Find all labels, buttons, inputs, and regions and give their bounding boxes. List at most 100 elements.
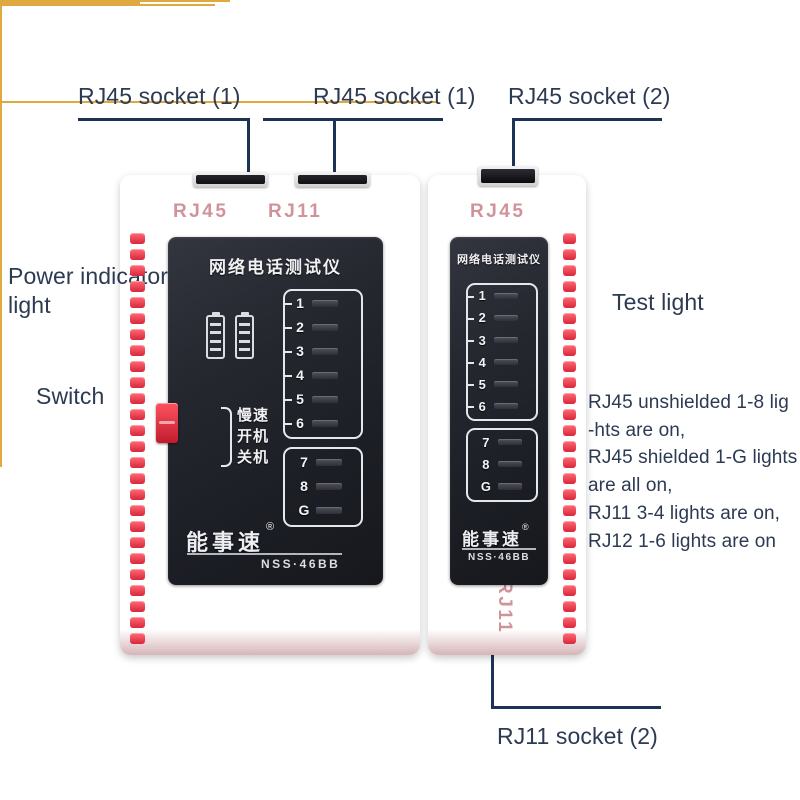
led-tick bbox=[283, 327, 292, 329]
grip-rib bbox=[563, 329, 576, 340]
led-row: 2 bbox=[293, 317, 338, 337]
grip-rib bbox=[563, 361, 576, 372]
grip-rib bbox=[563, 249, 576, 260]
leader-top-mid-vertical bbox=[333, 118, 336, 180]
master-model-number: NSS·46BB bbox=[261, 557, 341, 571]
led-number: 1 bbox=[478, 288, 486, 304]
desc-line-0: RJ45 unshielded 1-8 lig bbox=[588, 392, 789, 413]
led-row: 6 bbox=[293, 413, 338, 433]
grip-rib bbox=[563, 393, 576, 404]
grip-rib bbox=[130, 409, 145, 420]
led-tick bbox=[466, 295, 475, 298]
switch-bracket bbox=[221, 407, 232, 467]
led-row: 8 bbox=[297, 476, 342, 496]
led-tick bbox=[466, 362, 475, 365]
led-row: G bbox=[297, 500, 342, 520]
desc-line-1: -hts are on, bbox=[588, 419, 686, 441]
desc-line-3: are all on, bbox=[588, 475, 673, 497]
leader-test-light-bridge bbox=[0, 101, 437, 103]
callout-switch: Switch bbox=[36, 383, 105, 409]
grip-rib bbox=[563, 585, 576, 596]
led-number: 2 bbox=[296, 319, 304, 335]
callout-rj45-socket-1-mid: RJ45 socket (1) bbox=[313, 83, 476, 109]
leader-switch bbox=[0, 2, 140, 4]
remote-rj45-moulded-label: RJ45 bbox=[470, 201, 526, 222]
led-lamp bbox=[316, 506, 342, 514]
leader-test-light-right-strip bbox=[0, 285, 2, 467]
led-number: 7 bbox=[482, 434, 490, 450]
led-tick bbox=[466, 406, 475, 409]
grip-rib bbox=[563, 345, 576, 356]
led-group-lower-outline bbox=[466, 428, 538, 502]
test-light-description: RJ45 unshielded 1-8 lig -hts are on, RJ4… bbox=[588, 389, 800, 555]
callout-rj45-socket-1-left: RJ45 socket (1) bbox=[78, 83, 241, 109]
leader-test-light-left-strip bbox=[0, 103, 2, 285]
led-number: 1 bbox=[296, 295, 304, 311]
grip-rib bbox=[130, 297, 145, 308]
grip-rib bbox=[130, 329, 145, 340]
led-tick bbox=[283, 375, 292, 377]
led-lamp bbox=[312, 419, 338, 427]
leader-test-light-right-drop bbox=[0, 6, 2, 101]
grip-rib bbox=[563, 409, 576, 420]
led-number: 3 bbox=[478, 332, 486, 348]
grip-rib bbox=[563, 553, 576, 564]
led-lamp bbox=[312, 395, 338, 403]
led-lamp bbox=[494, 403, 519, 410]
led-number: 2 bbox=[478, 310, 486, 326]
grip-rib bbox=[563, 425, 576, 436]
led-group-lower-outline bbox=[283, 447, 363, 527]
led-row: 1 bbox=[293, 293, 338, 313]
remote-panel-title: 网络电话测试仪 bbox=[457, 253, 541, 266]
grip-rib bbox=[130, 617, 145, 628]
callout-test-light: Test light bbox=[612, 289, 704, 315]
led-tick bbox=[283, 303, 292, 305]
grip-rib bbox=[563, 265, 576, 276]
led-number: 5 bbox=[478, 376, 486, 392]
led-lamp bbox=[497, 438, 522, 446]
master-brand-name: 能事速 bbox=[186, 531, 265, 556]
grip-rib bbox=[563, 617, 576, 628]
led-number: 7 bbox=[300, 454, 308, 470]
battery-icon-2 bbox=[235, 315, 254, 359]
led-lamp bbox=[316, 458, 342, 466]
master-brand-rule bbox=[187, 553, 342, 555]
leader-top-right-horizontal bbox=[512, 118, 662, 121]
led-row: 8 bbox=[479, 455, 522, 473]
power-switch-slider[interactable] bbox=[156, 403, 178, 443]
master-rj45-socket[interactable] bbox=[193, 172, 268, 187]
led-lamp bbox=[494, 292, 519, 300]
grip-rib bbox=[130, 265, 145, 276]
grip-rib bbox=[563, 473, 576, 484]
switch-label-off: 关机 bbox=[237, 448, 270, 466]
grip-rib bbox=[130, 585, 145, 596]
leader-test-light-top bbox=[0, 4, 215, 6]
led-tick bbox=[466, 340, 475, 343]
grip-rib bbox=[563, 489, 576, 500]
led-tick bbox=[466, 384, 475, 387]
led-number: 3 bbox=[296, 343, 304, 359]
callout-power-indicator-line1: Power indicator bbox=[8, 263, 169, 289]
led-lamp bbox=[497, 461, 522, 468]
remote-rj45-socket[interactable] bbox=[478, 166, 538, 186]
master-rj11-socket[interactable] bbox=[295, 172, 370, 187]
led-row: 1 bbox=[475, 287, 519, 305]
grip-rib bbox=[563, 633, 576, 644]
leader-bottom-horizontal bbox=[491, 706, 661, 709]
led-row: 6 bbox=[475, 397, 519, 415]
grip-rib bbox=[130, 313, 145, 324]
led-lamp bbox=[494, 314, 519, 322]
remote-grip-ribs bbox=[560, 175, 582, 655]
grip-rib bbox=[130, 457, 145, 468]
leader-top-right-vertical bbox=[512, 118, 515, 172]
grip-rib bbox=[130, 489, 145, 500]
grip-rib bbox=[130, 473, 145, 484]
grip-rib bbox=[130, 377, 145, 388]
grip-rib bbox=[563, 521, 576, 532]
led-tick bbox=[283, 351, 292, 353]
grip-rib bbox=[130, 361, 145, 372]
